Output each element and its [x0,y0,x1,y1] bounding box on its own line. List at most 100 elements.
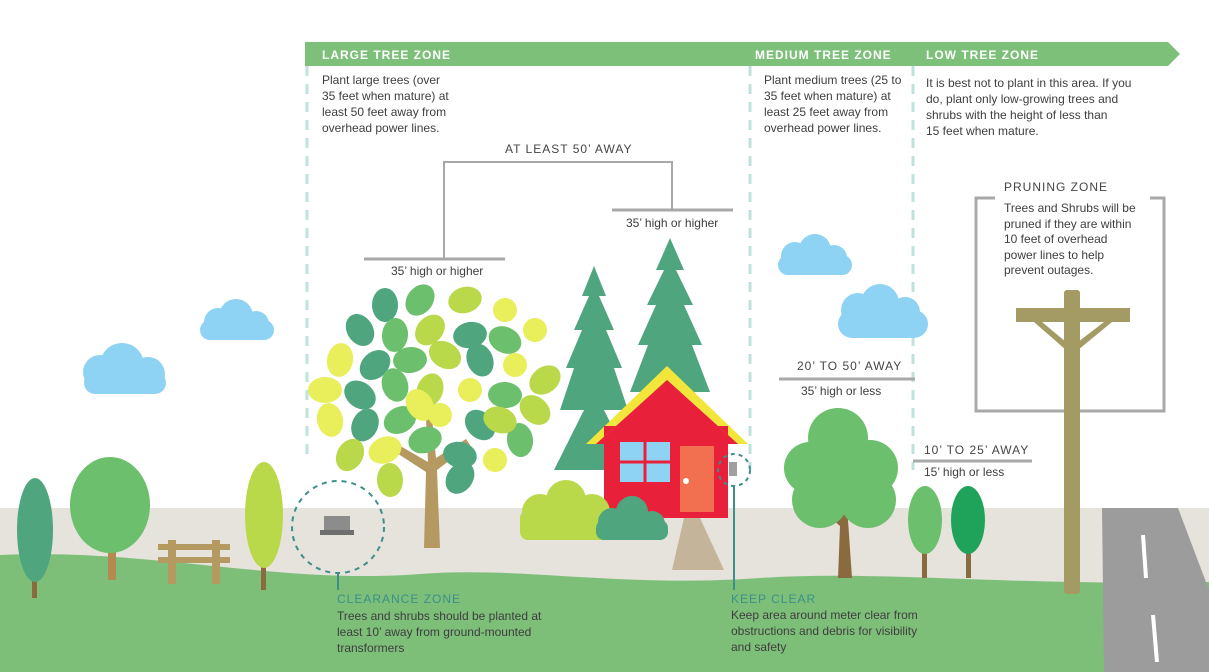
leaf [415,314,445,346]
description-line: least 50 feet away from [322,105,447,119]
leaf [393,346,427,374]
transformer-base [320,530,354,535]
leaf [308,376,342,404]
leaf [372,288,398,322]
range-20-50-label: 20’ TO 50’ AWAY [797,359,903,373]
leaf [351,408,379,442]
pruning-zone-description: Trees and Shrubs will be pruned if they … [1004,201,1136,279]
leaf [344,380,376,410]
meter [729,462,737,476]
medium-tree [784,408,898,578]
walkway [672,518,724,570]
road-marking [1141,534,1148,579]
leaf [345,314,375,346]
road [1102,508,1209,672]
leaf [506,423,534,457]
medium-tree-zone-title: MEDIUM TREE ZONE [755,48,892,62]
leaf [405,389,435,421]
leaf [376,463,404,497]
leaf [453,321,487,349]
leaf [405,284,435,316]
description-line: obstructions and debris for visibility [731,624,918,638]
description-line: 35 feet when mature) at [322,89,449,103]
description-line: shrubs with the height of less than [926,108,1108,122]
leaf [519,395,551,425]
leaf [493,298,517,322]
leaf [326,343,354,377]
low-tree [908,486,942,578]
leaf [529,365,561,395]
leaf [359,350,391,380]
ground-hill [0,554,1209,672]
leaf [523,318,547,342]
medium-tree-zone-description: Plant medium trees (25 to 35 feet when m… [764,72,901,136]
leaf [335,438,365,472]
height-label-medium: 35’ high or less [801,384,882,398]
leaf [381,368,409,402]
description-line: overhead power lines. [764,121,882,135]
description-line: Plant medium trees (25 to [764,73,902,87]
description-line: least 25 feet away from [764,105,889,119]
yellow-green-tree [245,462,283,590]
leaf [443,441,477,469]
description-line: pruned if they are within [1004,216,1132,231]
large-tree-zone-title: LARGE TREE ZONE [322,48,452,62]
description-line: 35 feet when mature) at [764,89,891,103]
pruning-zone-title: PRUNING ZONE [1004,180,1109,194]
cloud [778,234,852,275]
leaf [503,353,527,377]
leaf [488,381,522,409]
leaf [368,436,402,464]
description-line: power lines to help [1004,247,1105,262]
height-label-left: 35’ high or higher [391,264,484,278]
description-line: 15 feet when mature. [926,124,1039,138]
at-least-50-away-label: AT LEAST 50’ AWAY [505,142,633,156]
leaf [445,462,475,494]
utility-pole [1016,290,1130,594]
leaf [383,406,417,434]
description-line: Keep area around meter clear from [731,608,918,622]
leaf [448,286,482,314]
shrub [520,480,612,540]
transformer [324,516,350,530]
description-line: Plant large trees (over [322,73,441,87]
range-10-25-label: 10’ TO 25’ AWAY [924,443,1030,457]
leaf [408,426,442,454]
cloud [200,299,274,340]
low-tree [951,486,985,578]
description-line: do, plant only low-growing trees and [926,92,1119,106]
description-line: 10 feet of overhead [1004,232,1108,246]
description-line: Trees and shrubs should be planted at [337,609,542,623]
description-line: It is best not to plant in this area. If… [926,76,1132,90]
cloud [83,343,166,394]
distance-bracket [443,161,673,258]
low-tree-zone-description: It is best not to plant in this area. If… [926,75,1131,139]
keep-clear-description: Keep area around meter clear from obstru… [731,607,918,655]
leaf [458,378,482,402]
bench [158,540,230,584]
clearance-zone-description: Trees and shrubs should be planted at le… [337,608,541,656]
height-label-low: 15’ high or less [924,465,1005,479]
description-line: and safety [731,640,787,654]
cloud [838,284,928,338]
keep-clear-title: KEEP CLEAR [731,592,817,606]
description-line: least 10’ away from ground-mounted [337,625,532,639]
description-line: prevent outages. [1004,263,1094,277]
small-conifer-tree [17,478,53,598]
leaf [381,318,409,352]
description-line: overhead power lines. [322,121,440,135]
description-line: Trees and Shrubs will be [1004,201,1136,215]
keep-clear-circle [717,453,751,487]
leaf [428,340,462,370]
conifer-tree [630,238,710,392]
shrub [596,496,668,540]
height-label-right: 35’ high or higher [626,216,719,230]
leaf [483,448,507,472]
large-deciduous-tree [308,284,561,548]
clearance-zone-title: CLEARANCE ZONE [337,592,462,606]
leaf [488,326,522,354]
road-marking [1151,614,1159,663]
round-tree [70,457,150,580]
